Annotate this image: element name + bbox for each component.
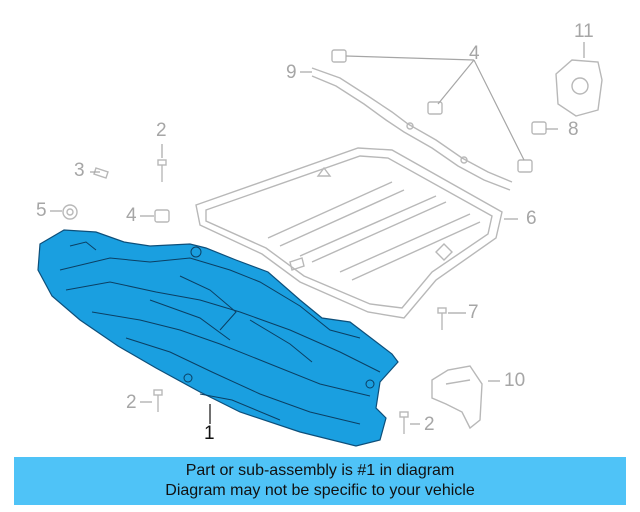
bolt-parts <box>93 159 447 434</box>
clip-part-8 <box>531 121 547 135</box>
callout-2-top: 2 <box>156 120 167 141</box>
callout-5: 5 <box>36 200 47 221</box>
info-banner: Part or sub-assembly is #1 in diagram Di… <box>14 457 626 505</box>
callout-1: 1 <box>204 423 215 444</box>
callout-9: 9 <box>286 62 297 83</box>
callout-4-top: 4 <box>469 43 480 64</box>
callout-8: 8 <box>568 119 579 140</box>
callout-6: 6 <box>526 208 537 229</box>
callout-4-left: 4 <box>126 205 137 226</box>
banner-line-1: Part or sub-assembly is #1 in diagram <box>185 462 455 479</box>
callout-3: 3 <box>74 160 85 181</box>
callout-11: 11 <box>574 21 594 42</box>
callout-7: 7 <box>468 302 479 323</box>
leader-lines <box>50 42 585 425</box>
bracket-part-10 <box>431 365 483 430</box>
callout-2-left: 2 <box>126 392 137 413</box>
banner-line-2: Diagram may not be specific to your vehi… <box>165 482 475 499</box>
callout-2-right: 2 <box>424 414 435 435</box>
upper-shield-part-6 <box>195 147 503 319</box>
engine-shield-part-1 <box>37 229 399 447</box>
bracket-rail-part-9 <box>311 67 513 191</box>
mount-part-11 <box>555 59 603 117</box>
clip-parts-4 <box>154 49 533 223</box>
callout-10: 10 <box>504 370 526 391</box>
nut-part-5 <box>62 204 78 220</box>
